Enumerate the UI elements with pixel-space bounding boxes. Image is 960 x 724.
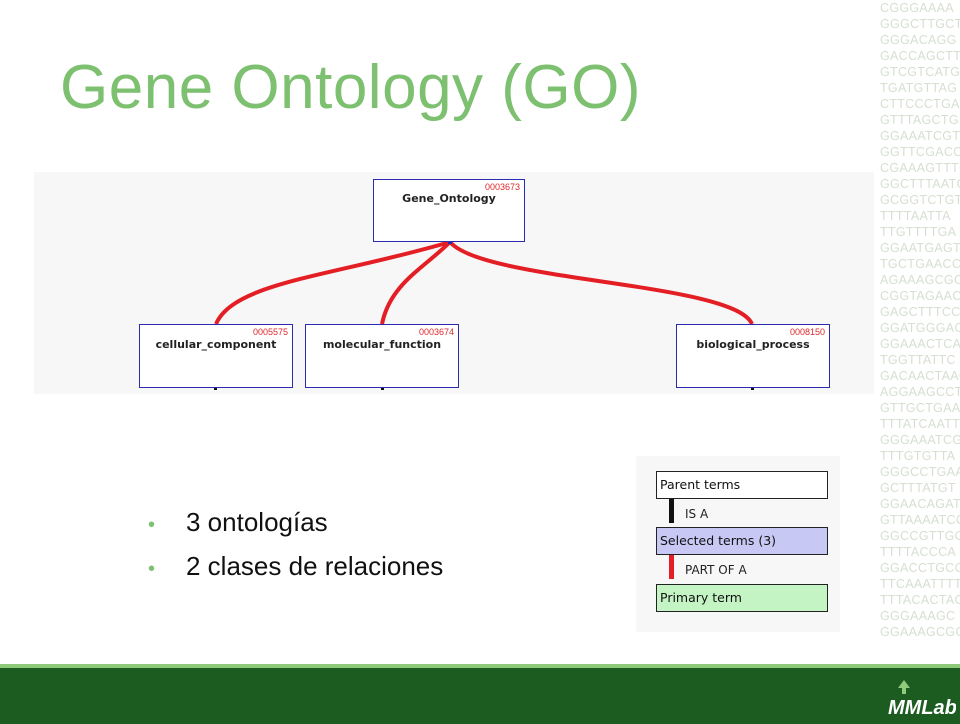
- node-molecular-function[interactable]: 0003674 molecular_function: [305, 324, 459, 388]
- dna-sequence-line: TTTATCAATT: [880, 417, 960, 431]
- dna-sequence-line: GGGAAAGC: [880, 609, 956, 623]
- dna-sequence-line: TTTTACCCA: [880, 545, 957, 559]
- dna-sequence-line: GGAAATCGT: [880, 129, 960, 143]
- footer-bar: [0, 664, 960, 724]
- bullet-marker: •: [148, 514, 156, 536]
- node-name: cellular_component: [155, 338, 277, 351]
- edge-root-biological-process: [448, 240, 754, 326]
- dna-sequence-line: AGAAAGCGC: [880, 273, 960, 287]
- node-gene-ontology[interactable]: 0003673 Gene_Ontology: [373, 179, 525, 242]
- dna-sequence-line: GGCTTTAATG: [880, 177, 960, 191]
- dna-sequence-line: AGGAAGCCT: [880, 385, 960, 399]
- dna-sequence-line: GGAATGAGTA: [880, 241, 960, 255]
- node-name: molecular_function: [322, 338, 442, 351]
- bullet-item: • 2 clases de relaciones: [148, 544, 443, 588]
- dna-sequence-line: GGGCTTGCT: [880, 17, 960, 31]
- node-id: 0008150: [789, 327, 825, 337]
- dna-sequence-line: TTTACACTAC: [880, 593, 960, 607]
- dna-sequence-line: TTGTTTTGA: [880, 225, 957, 239]
- bullet-marker: •: [148, 558, 156, 580]
- edge-root-molecular-function: [380, 240, 452, 325]
- dna-sequence-line: CTTCCCTGA: [880, 97, 960, 111]
- dna-sequence-line: GGGCCTGAA: [880, 465, 960, 479]
- dna-sequence-line: GACCAGCTTT: [880, 49, 960, 63]
- bullet-item: • 3 ontologías: [148, 500, 443, 544]
- legend-primary-label: Primary term: [660, 590, 742, 605]
- dna-sequence-line: GAGCTTTCC: [880, 305, 960, 319]
- edge-root-cellular-component: [214, 240, 451, 325]
- legend-partof-label: PART OF A: [685, 563, 747, 577]
- dna-sequence-line: GTCGTCATG: [880, 65, 960, 79]
- dna-sequence-line: GTTGCTGAA: [880, 401, 960, 415]
- bullet-text: 2 clases de relaciones: [186, 551, 444, 581]
- node-id: 0003673: [484, 182, 520, 192]
- dna-sequence-line: GGAACAGAT: [880, 497, 960, 511]
- dna-sequence-line: TTCAAATTTT: [880, 577, 960, 591]
- bullet-text: 3 ontologías: [186, 507, 328, 537]
- logo-text: MMLab: [888, 697, 956, 718]
- node-biological-process[interactable]: 0008150 biological_process: [676, 324, 830, 388]
- child-marker-biological-process: [751, 386, 754, 390]
- dna-sequence-line: GCTTTATGT: [880, 481, 956, 495]
- bullet-list: • 3 ontologías • 2 clases de relaciones: [148, 500, 443, 588]
- arrow-logo-icon: [898, 680, 910, 694]
- legend-isa-label: IS A: [685, 507, 709, 521]
- node-id: 0005575: [252, 327, 288, 337]
- dna-sequence-line: TTTTAATTA: [880, 209, 951, 223]
- dna-sequence-line: GGACCTGCC: [880, 561, 960, 575]
- dna-sequence-line: CGGGAAAA: [880, 1, 954, 15]
- relation-legend: Parent terms IS A Selected terms (3) PAR…: [636, 456, 840, 632]
- dna-sequence-line: GCGGTCTGT: [880, 193, 960, 207]
- node-id: 0003674: [418, 327, 454, 337]
- mmlab-logo: MMLab: [888, 680, 956, 718]
- dna-sequence-line: TGGTTATTC: [880, 353, 956, 367]
- legend-isa-connector: [669, 499, 674, 523]
- dna-sequence-line: TGCTGAACC: [880, 257, 960, 271]
- slide-title: Gene Ontology (GO): [60, 53, 642, 122]
- node-cellular-component[interactable]: 0005575 cellular_component: [139, 324, 293, 388]
- dna-sequence-line: GACAACTAAC: [880, 369, 960, 383]
- dna-sequence-line: GTTAAAATCC: [880, 513, 960, 527]
- dna-sequence-line: GGGACAGG: [880, 33, 957, 47]
- dna-sequence-line: GGATGGGAC: [880, 321, 960, 335]
- legend-primary-term: Primary term: [656, 584, 828, 612]
- legend-parent-label: Parent terms: [660, 477, 741, 492]
- dna-sequence-line: CGAAAGTTTC: [880, 161, 960, 175]
- node-name: biological_process: [696, 338, 810, 351]
- root-connector-dot: [448, 240, 452, 244]
- legend-selected-terms: Selected terms (3): [656, 527, 828, 555]
- child-marker-molecular-function: [381, 386, 384, 390]
- child-marker-cellular-component: [214, 386, 217, 390]
- legend-selected-label: Selected terms (3): [660, 533, 777, 548]
- node-name: Gene_Ontology: [402, 192, 496, 205]
- dna-sequence-background: CGGGAAAA GGGCTTGCT GGGACAGG GACCAGCTTT GTCGT…: [880, 0, 960, 664]
- legend-partof-connector: [669, 555, 674, 579]
- legend-parent-terms: Parent terms: [656, 471, 828, 499]
- dna-sequence-line: CGGTAGAACC: [880, 289, 960, 303]
- dna-sequence-line: GGAAACTCA: [880, 337, 960, 351]
- ontology-tree-panel: 0003673 Gene_Ontology 0005575 cellular_c…: [34, 172, 874, 394]
- dna-sequence-line: GGCCGTTGC: [880, 529, 960, 543]
- dna-sequence-line: GGTTCGACCA: [880, 145, 960, 159]
- dna-sequence-line: GTTTAGCTG: [880, 113, 959, 127]
- dna-sequence-line: GGAAAGCGC: [880, 625, 960, 639]
- tree-edges: [214, 240, 754, 390]
- dna-sequence-line: TTTGTGTTA: [880, 449, 956, 463]
- dna-sequence-line: GGGAAATCG: [880, 433, 960, 447]
- dna-sequence-line: TGATGTTAG: [880, 81, 958, 95]
